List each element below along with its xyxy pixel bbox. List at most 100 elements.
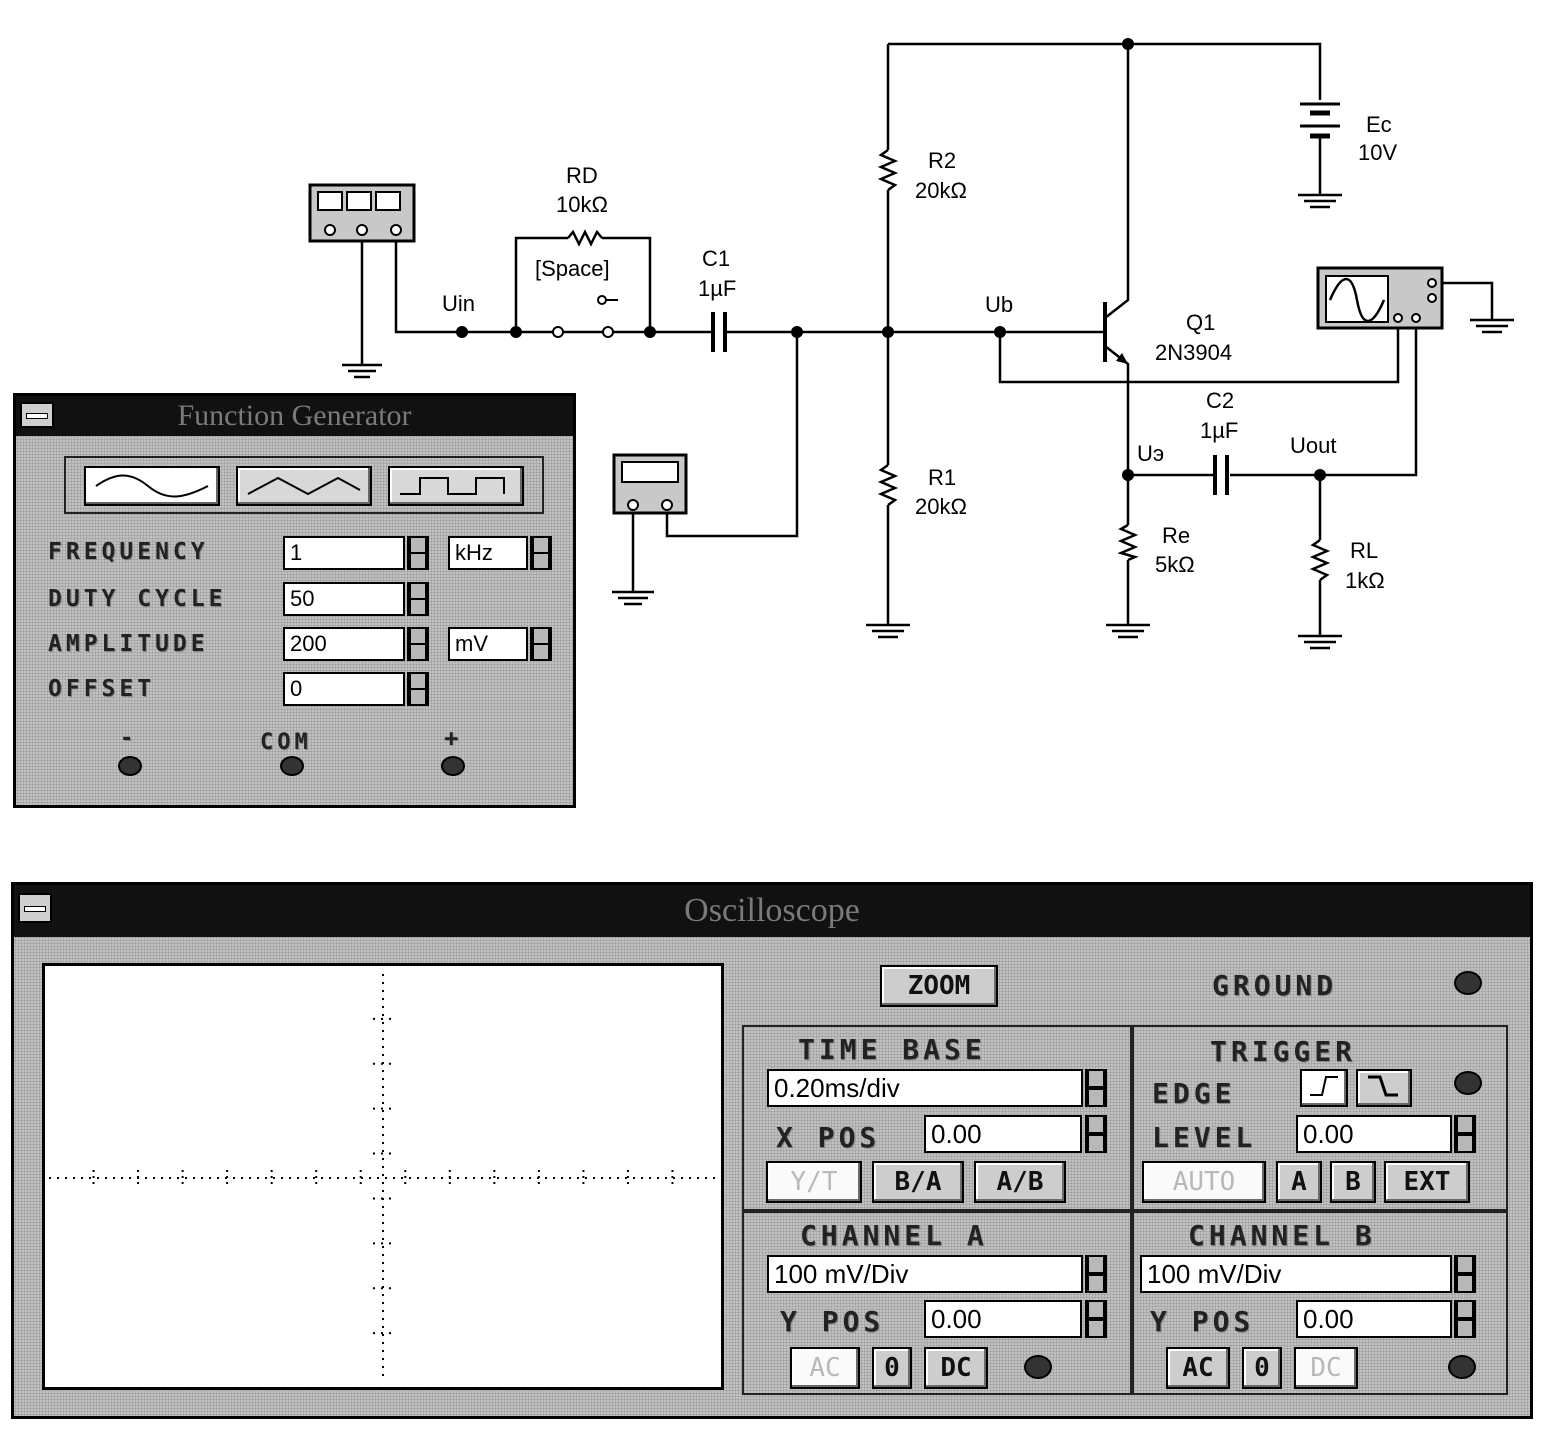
q1-model-label: 2N3904 xyxy=(1155,340,1232,365)
frequency-unit-select[interactable]: kHz xyxy=(448,536,528,570)
channel-a-scale-stepper[interactable] xyxy=(1085,1255,1107,1293)
rd-switch-key-label: [Space] xyxy=(535,256,610,281)
rd-value-label: 10kΩ xyxy=(556,192,608,217)
channel-a-ac-button[interactable]: AC xyxy=(790,1347,860,1389)
system-menu-button[interactable] xyxy=(20,402,54,428)
function-generator-titlebar[interactable]: Function Generator xyxy=(16,396,573,436)
frequency-stepper[interactable] xyxy=(407,536,429,570)
c2-name-label: C2 xyxy=(1206,388,1234,413)
a-b-mode-button[interactable]: A/B xyxy=(974,1161,1066,1203)
ground-icon xyxy=(1470,318,1514,334)
com-terminal[interactable] xyxy=(280,756,304,776)
channel-b-dc-button[interactable]: DC xyxy=(1294,1347,1358,1389)
channel-b-zero-button[interactable]: 0 xyxy=(1242,1347,1282,1389)
channel-b-y-pos-label: Y POS xyxy=(1150,1305,1255,1338)
multimeter-instrument-icon xyxy=(612,453,688,515)
trigger-level-stepper[interactable] xyxy=(1454,1115,1476,1153)
ground-icon xyxy=(1298,634,1342,650)
plus-terminal[interactable] xyxy=(441,756,465,776)
resistor-r2 xyxy=(877,148,899,192)
function-generator-window: Function Generator FREQUENCY 1 kHz DUTY … xyxy=(13,393,576,808)
resistor-rd xyxy=(567,229,603,247)
offset-stepper[interactable] xyxy=(407,672,429,706)
trigger-ext-button[interactable]: EXT xyxy=(1384,1161,1470,1203)
offset-input[interactable]: 0 xyxy=(283,672,405,706)
ground-terminal[interactable] xyxy=(1454,971,1482,995)
rising-edge-icon xyxy=(1310,1076,1338,1096)
resistor-re xyxy=(1117,523,1139,562)
square-wave-icon xyxy=(400,477,505,495)
r1-name-label: R1 xyxy=(928,465,956,490)
triangle-wave-button[interactable] xyxy=(236,466,372,506)
trigger-label: TRIGGER xyxy=(1210,1035,1357,1068)
resistor-rl xyxy=(1309,538,1331,582)
ub-node-label: Ub xyxy=(985,292,1013,317)
channel-a-y-pos-input[interactable]: 0.00 xyxy=(924,1300,1082,1338)
triangle-wave-icon xyxy=(247,476,361,496)
rd-name-label: RD xyxy=(566,163,598,188)
trigger-b-button[interactable]: B xyxy=(1330,1161,1376,1203)
rising-edge-button[interactable] xyxy=(1300,1069,1348,1107)
amplitude-unit-select[interactable]: mV xyxy=(448,627,528,661)
channel-a-scale-select[interactable]: 100 mV/Div xyxy=(767,1255,1083,1293)
level-label: LEVEL xyxy=(1152,1121,1257,1154)
oscilloscope-title: Oscilloscope xyxy=(684,892,860,929)
oscilloscope-instrument-icon xyxy=(1316,266,1444,330)
c2-value-label: 1µF xyxy=(1200,418,1238,443)
ground-icon xyxy=(866,623,910,639)
frequency-input[interactable]: 1 xyxy=(283,536,405,570)
trigger-a-button[interactable]: A xyxy=(1276,1161,1322,1203)
resistor-r1 xyxy=(877,463,899,507)
ue-node-label: Uэ xyxy=(1137,441,1164,466)
y-t-mode-button[interactable]: Y/T xyxy=(766,1161,862,1203)
x-pos-stepper[interactable] xyxy=(1085,1115,1107,1153)
square-wave-button[interactable] xyxy=(388,466,524,506)
duty-cycle-stepper[interactable] xyxy=(407,582,429,616)
sine-wave-button[interactable] xyxy=(84,466,220,506)
channel-a-y-pos-label: Y POS xyxy=(780,1305,885,1338)
oscilloscope-titlebar[interactable]: Oscilloscope xyxy=(14,885,1530,937)
trigger-auto-button[interactable]: AUTO xyxy=(1142,1161,1266,1203)
plus-terminal-label: + xyxy=(444,724,463,752)
time-base-select[interactable]: 0.20ms/div xyxy=(767,1069,1083,1107)
time-base-stepper[interactable] xyxy=(1085,1069,1107,1107)
channel-b-terminal[interactable] xyxy=(1448,1355,1476,1379)
ground-icon xyxy=(612,590,654,606)
frequency-unit-stepper[interactable] xyxy=(530,536,552,570)
r1-value-label: 20kΩ xyxy=(915,494,967,519)
channel-b-panel xyxy=(1132,1211,1508,1395)
re-value-label: 5kΩ xyxy=(1155,552,1195,577)
x-pos-input[interactable]: 0.00 xyxy=(924,1115,1082,1153)
battery-ec xyxy=(1300,102,1340,146)
channel-b-scale-stepper[interactable] xyxy=(1454,1255,1476,1293)
trigger-terminal[interactable] xyxy=(1454,1071,1482,1095)
channel-b-y-pos-stepper[interactable] xyxy=(1454,1300,1476,1338)
display-graticule xyxy=(49,974,717,1378)
amplitude-input[interactable]: 200 xyxy=(283,627,405,661)
uin-node-label: Uin xyxy=(442,291,475,316)
amplitude-stepper[interactable] xyxy=(407,627,429,661)
zoom-button[interactable]: ZOOM xyxy=(880,965,998,1007)
c1-name-label: C1 xyxy=(702,246,730,271)
channel-a-dc-button[interactable]: DC xyxy=(924,1347,988,1389)
channel-b-scale-select[interactable]: 100 mV/Div xyxy=(1140,1255,1452,1293)
system-menu-button[interactable] xyxy=(18,893,52,923)
waveform-selector xyxy=(64,456,544,514)
x-pos-label: X POS xyxy=(776,1121,881,1154)
trigger-level-input[interactable]: 0.00 xyxy=(1296,1115,1452,1153)
channel-a-zero-button[interactable]: 0 xyxy=(872,1347,912,1389)
channel-b-y-pos-input[interactable]: 0.00 xyxy=(1296,1300,1452,1338)
minus-terminal[interactable] xyxy=(118,756,142,776)
duty-cycle-input[interactable]: 50 xyxy=(283,582,405,616)
time-base-label: TIME BASE xyxy=(798,1033,986,1066)
edge-label: EDGE xyxy=(1152,1077,1236,1110)
amplitude-unit-stepper[interactable] xyxy=(530,627,552,661)
rl-name-label: RL xyxy=(1350,538,1378,563)
channel-b-ac-button[interactable]: AC xyxy=(1166,1347,1230,1389)
b-a-mode-button[interactable]: B/A xyxy=(872,1161,964,1203)
ec-value-label: 10V xyxy=(1358,140,1397,165)
falling-edge-button[interactable] xyxy=(1356,1069,1412,1107)
channel-a-y-pos-stepper[interactable] xyxy=(1085,1300,1107,1338)
channel-a-terminal[interactable] xyxy=(1024,1355,1052,1379)
frequency-label: FREQUENCY xyxy=(48,539,209,565)
